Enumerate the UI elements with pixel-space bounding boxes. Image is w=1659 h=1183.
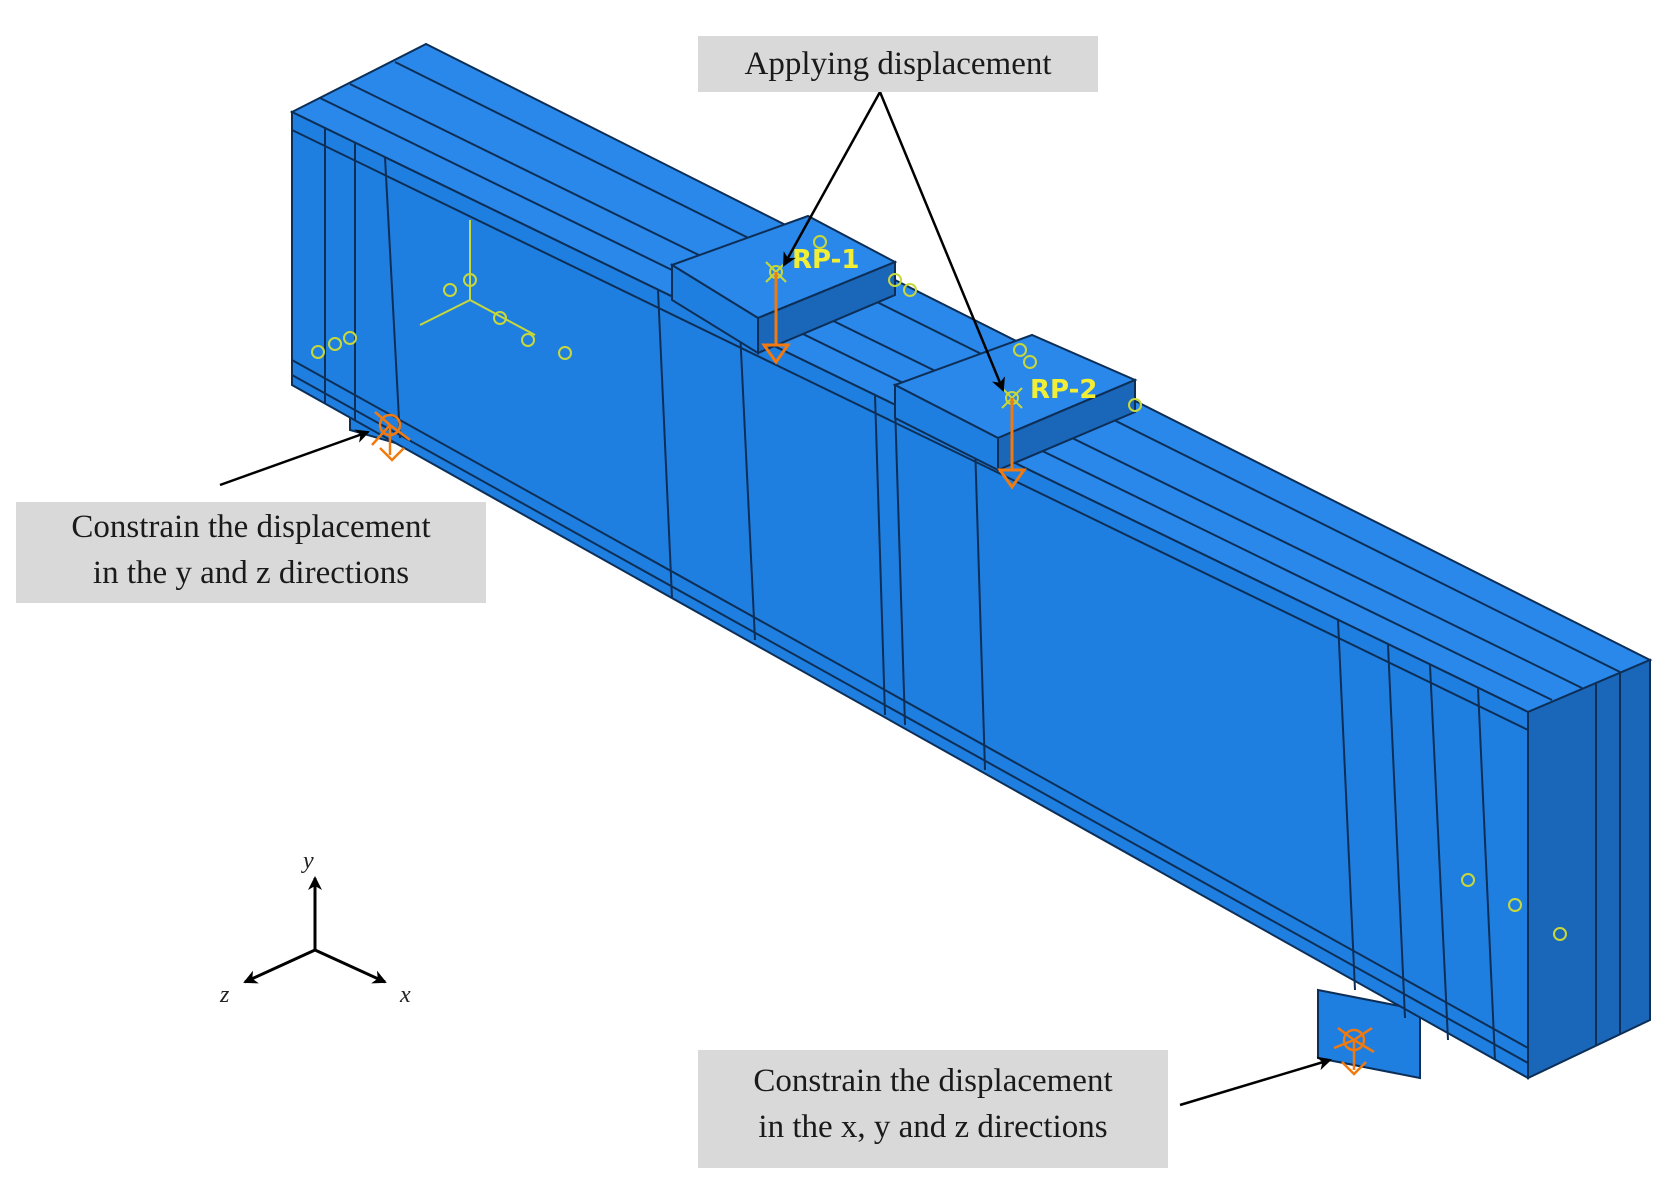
callout-left-line2: in the y and z directions [92, 555, 410, 591]
front-face-lines [291, 359, 1529, 1064]
callout-right-line2: in the x, y and z directions [758, 1109, 1108, 1145]
marker-circles [311, 235, 1567, 941]
axis-y-label: y [301, 848, 314, 874]
rp2-load-arrow [997, 398, 1027, 490]
axis-z-label: z [219, 982, 230, 1008]
callout-arrows [219, 91, 1332, 1107]
callout-constraint-xyz: Constrain the displacement in the x, y a… [698, 1050, 1168, 1168]
loading-plate-1 [669, 214, 898, 355]
constraint-symbol-right [1333, 1026, 1375, 1076]
front-face-sections [324, 128, 1621, 1061]
beam-end-face [1527, 658, 1651, 1080]
local-csys-marker [419, 220, 536, 347]
callout-constraint-yz: Constrain the displacement in the y and … [16, 502, 486, 603]
callout-left-line1: Constrain the displacement [71, 509, 431, 545]
support-right [1317, 988, 1421, 1080]
axis-x-label: x [399, 982, 411, 1008]
axis-triad [243, 876, 387, 984]
callout-right-line1: Constrain the displacement [753, 1063, 1113, 1099]
rp1-load-arrow [761, 272, 791, 365]
constraint-symbol-left [371, 411, 411, 462]
callout-applying-displacement: Applying displacement [698, 36, 1098, 92]
rp1-label: RP-1 [792, 245, 860, 275]
callout-top-text: Applying displacement [744, 46, 1052, 82]
rp2-label: RP-2 [1030, 375, 1098, 405]
loading-plate-2 [892, 333, 1138, 472]
